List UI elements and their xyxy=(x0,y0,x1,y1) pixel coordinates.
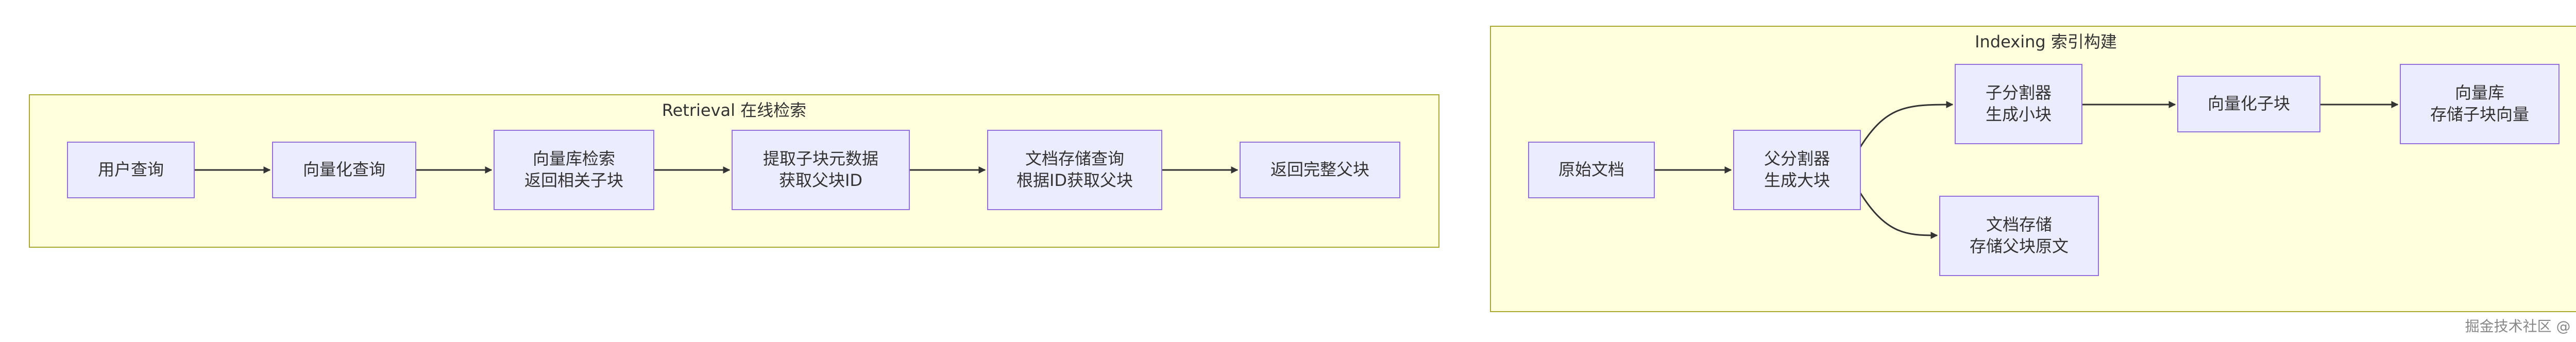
node-vector-search: 向量库检索 返回相关子块 xyxy=(494,130,654,210)
node-raw-document: 原始文档 xyxy=(1528,142,1655,198)
indexing-cluster-title: Indexing 索引构建 xyxy=(1975,32,2117,52)
node-vectorize-query-line-1: 向量化查询 xyxy=(302,160,385,180)
node-document-store: 文档存储 存储父块原文 xyxy=(1939,196,2099,276)
node-extract-metadata: 提取子块元数据 获取父块ID xyxy=(732,130,910,210)
edge-parent-splitter-to-doc-store xyxy=(1858,190,1938,239)
node-parent-splitter-line-1: 父分割器 xyxy=(1764,149,1830,169)
node-child-splitter: 子分割器 生成小块 xyxy=(1955,64,2082,144)
node-vector-store-line-2: 存储子块向量 xyxy=(2430,105,2529,124)
node-doc-store-query-line-2: 根据ID获取父块 xyxy=(1016,170,1133,190)
node-vectorize-child-line-1: 向量化子块 xyxy=(2207,94,2290,114)
node-child-splitter-line-2: 生成小块 xyxy=(1985,105,2052,124)
node-return-parent: 返回完整父块 xyxy=(1240,142,1400,198)
node-parent-splitter: 父分割器 生成大块 xyxy=(1733,130,1861,210)
node-extract-metadata-line-1: 提取子块元数据 xyxy=(762,149,878,169)
node-vector-store-line-1: 向量库 xyxy=(2454,83,2504,103)
node-user-query: 用户查询 xyxy=(67,142,195,198)
retrieval-cluster-title: Retrieval 在线检索 xyxy=(662,100,807,120)
node-document-store-line-1: 文档存储 xyxy=(1986,215,2052,235)
node-vectorize-query: 向量化查询 xyxy=(272,142,416,198)
node-document-store-line-2: 存储父块原文 xyxy=(1969,236,2069,256)
node-raw-document-line-1: 原始文档 xyxy=(1558,160,1624,180)
node-child-splitter-line-1: 子分割器 xyxy=(1985,83,2052,103)
node-user-query-line-1: 用户查询 xyxy=(97,160,164,180)
node-doc-store-query: 文档存储查询 根据ID获取父块 xyxy=(987,130,1162,210)
edge-parent-splitter-to-child-splitter xyxy=(1858,101,1954,150)
node-vector-search-line-1: 向量库检索 xyxy=(532,149,615,169)
node-extract-metadata-line-2: 获取父块ID xyxy=(778,170,863,190)
node-vectorize-child: 向量化子块 xyxy=(2177,76,2320,132)
node-vector-search-line-2: 返回相关子块 xyxy=(524,170,623,190)
watermark: 掘金技术社区 @ chaors xyxy=(2465,318,2576,335)
node-parent-splitter-line-2: 生成大块 xyxy=(1764,170,1830,190)
node-return-parent-line-1: 返回完整父块 xyxy=(1270,160,1369,180)
node-doc-store-query-line-1: 文档存储查询 xyxy=(1025,149,1124,169)
node-vector-store: 向量库 存储子块向量 xyxy=(2400,64,2560,144)
